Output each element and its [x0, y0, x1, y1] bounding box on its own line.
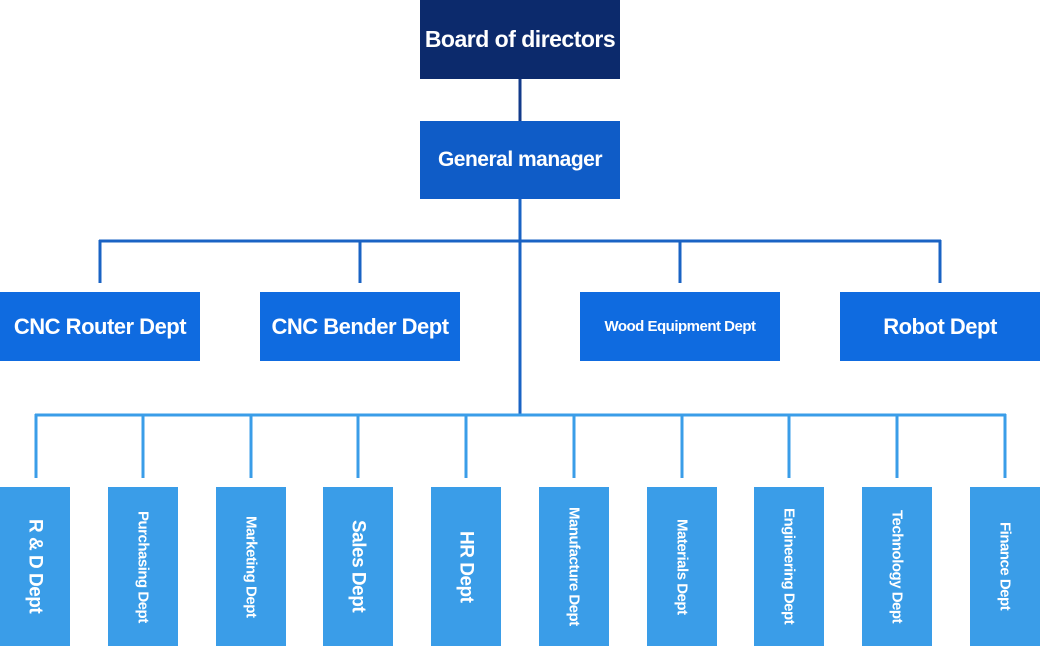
department-box-marketing: Marketing Dept — [216, 487, 286, 646]
division-label-cnc-bender: CNC Bender Dept — [271, 313, 449, 339]
department-box-sales: Sales Dept — [323, 487, 393, 646]
board-of-directors-box: Board of directors — [420, 0, 620, 79]
general-manager-label: General manager — [437, 148, 603, 171]
division-label-cnc-router: CNC Router Dept — [13, 313, 187, 339]
department-label-hr: HR Dept — [455, 530, 477, 603]
department-label-finance: Finance Dept — [996, 522, 1014, 611]
department-label-purchasing: Purchasing Dept — [134, 510, 152, 623]
division-box-robot: Robot Dept — [840, 292, 1040, 361]
department-label-technology: Technology Dept — [888, 509, 906, 624]
division-label-robot: Robot Dept — [883, 313, 997, 339]
board-of-directors-label: Board of directors — [424, 26, 616, 52]
division-label-wood-equipment: Wood Equipment Dept — [604, 318, 756, 335]
department-label-marketing: Marketing Dept — [242, 515, 260, 618]
department-box-manufacture: Manufacture Dept — [539, 487, 609, 646]
department-box-engineering: Engineering Dept — [754, 487, 824, 646]
department-box-hr: HR Dept — [431, 487, 501, 646]
general-manager-box: General manager — [420, 121, 620, 199]
department-label-engineering: Engineering Dept — [780, 508, 798, 625]
division-box-wood-equipment: Wood Equipment Dept — [580, 292, 780, 361]
department-label-materials: Materials Dept — [673, 518, 691, 615]
department-box-purchasing: Purchasing Dept — [108, 487, 178, 646]
division-box-cnc-bender: CNC Bender Dept — [260, 292, 460, 361]
department-label-manufacture: Manufacture Dept — [565, 507, 583, 626]
department-box-materials: Materials Dept — [647, 487, 717, 646]
department-box-rd: R & D Dept — [0, 487, 70, 646]
division-box-cnc-router: CNC Router Dept — [0, 292, 200, 361]
department-label-sales: Sales Dept — [347, 520, 369, 613]
department-label-rd: R & D Dept — [24, 519, 46, 614]
department-box-finance: Finance Dept — [970, 487, 1040, 646]
department-box-technology: Technology Dept — [862, 487, 932, 646]
